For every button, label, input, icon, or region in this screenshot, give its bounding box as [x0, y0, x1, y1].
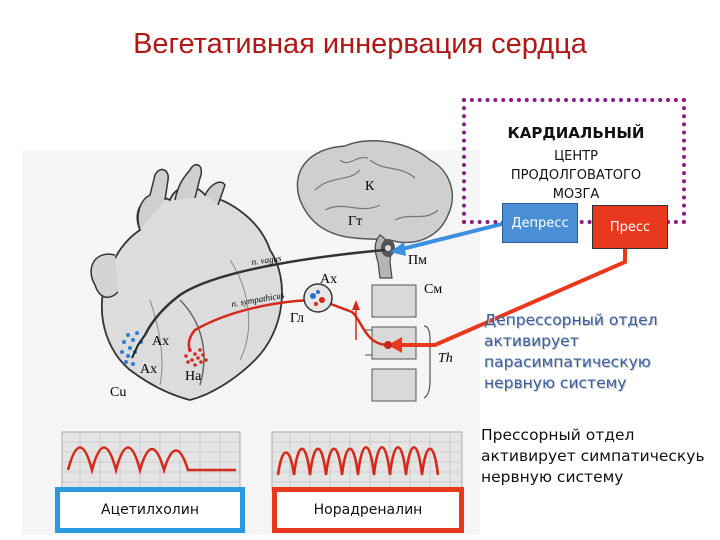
- ecg-panel-acetylcholine: [61, 431, 241, 493]
- depress-arrow: [390, 220, 511, 256]
- sympathetic-nerve: [187, 298, 389, 353]
- label-cu: Сu: [110, 385, 126, 400]
- depressor-note: Депрессорный отдел активирует парасимпат…: [484, 311, 658, 392]
- ecg-panel-noradrenaline: [271, 431, 463, 493]
- press-box: Пресс: [592, 205, 668, 249]
- heart-illustration: [90, 163, 283, 401]
- label-medulla: Пм: [408, 253, 427, 268]
- label-thoracic: Th: [438, 351, 453, 366]
- acetylcholine-label: Ацетилхолин: [55, 487, 245, 533]
- label-cortex: К: [365, 179, 375, 194]
- label-hypothalamus: Гт: [348, 214, 362, 229]
- label-ax-left2: Ax: [140, 362, 157, 377]
- cardiac-center-line2: ЦЕНТР: [554, 149, 598, 164]
- cardiac-center-line4: МОЗГА: [552, 187, 600, 202]
- noradrenaline-dots: [184, 348, 208, 367]
- pressor-note: Прессорный отдел активирует симпатическу…: [481, 426, 705, 486]
- label-cervical: См: [424, 282, 442, 297]
- cardiac-center-line3: ПРОДОЛГОВАТОГО: [510, 168, 642, 183]
- label-na: На: [185, 369, 202, 384]
- label-ganglion: Гл: [290, 311, 304, 326]
- label-ax-left1: Ax: [152, 334, 169, 349]
- vagus-nerve: [143, 248, 386, 336]
- noradrenaline-label: Норадреналин: [272, 487, 464, 533]
- page-title: Вегетативная иннервация сердца: [133, 28, 587, 60]
- brain-illustration: [296, 140, 453, 279]
- sympathetic-arrowhead: [352, 300, 360, 310]
- ganglion: [303, 283, 333, 313]
- vagus-terminal: [131, 334, 146, 359]
- depress-box: Депресс: [502, 203, 578, 243]
- press-arrow: [384, 247, 627, 353]
- cardiac-center-title: КАРДИАЛЬНЫЙ: [507, 124, 645, 142]
- label-ax-top: Ax: [320, 272, 337, 287]
- label-vagus: n. vagus: [251, 253, 283, 267]
